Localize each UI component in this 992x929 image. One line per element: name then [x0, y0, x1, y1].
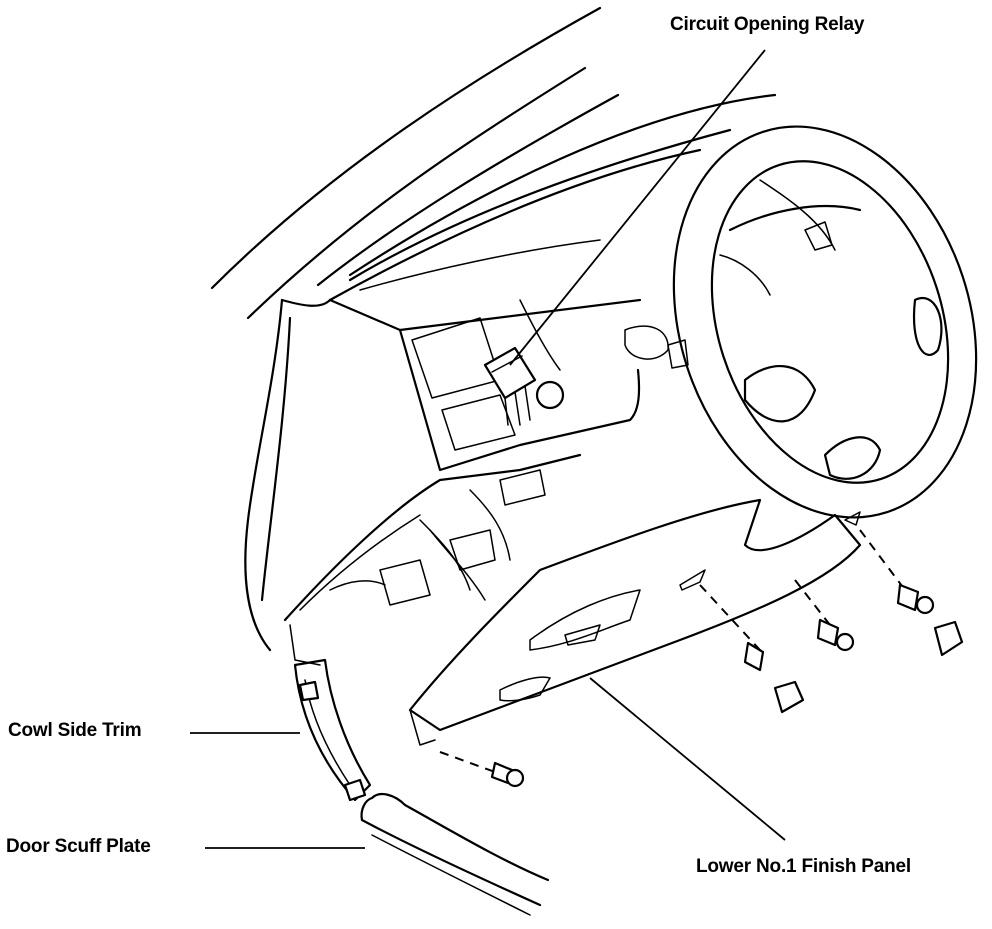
- label-lower-finish-panel: Lower No.1 Finish Panel: [696, 856, 911, 877]
- cowl-side-trim: [293, 658, 372, 802]
- label-door-scuff-plate: Door Scuff Plate: [6, 836, 151, 857]
- label-circuit-opening-relay: Circuit Opening Relay: [670, 14, 865, 35]
- dashboard-top: [328, 128, 732, 332]
- center-console: [398, 299, 641, 472]
- fasteners: [439, 529, 964, 788]
- under-dash-wiring: [283, 453, 582, 666]
- relay-part: [483, 346, 537, 426]
- door-scuff-plate: [360, 792, 550, 916]
- steering-wheel: [624, 125, 978, 519]
- label-cowl-side-trim: Cowl Side Trim: [8, 720, 142, 741]
- leader-lines: [190, 49, 786, 849]
- a-pillar-outline: [244, 298, 332, 652]
- windshield-lines: [210, 6, 777, 320]
- lower-finish-panel: [408, 498, 862, 746]
